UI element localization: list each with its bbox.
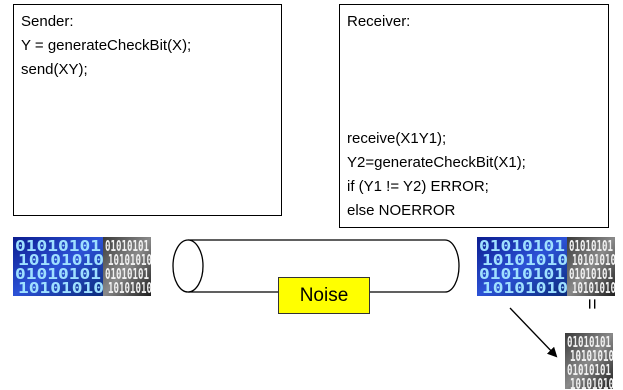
binary-digit-row: 01010101 <box>479 265 565 283</box>
receiver-line-else: else NOERROR <box>347 202 456 219</box>
binary-digit-row: 10101010 <box>18 279 104 296</box>
binary-digit-row: 10101010 <box>572 279 615 296</box>
sender-line-generate: Y = generateCheckBit(X); <box>21 37 192 54</box>
binary-digit-row: 01010101 <box>567 333 611 351</box>
binary-digit-row: 10101010 <box>482 251 568 269</box>
receiver-line-if: if (Y1 != Y2) ERROR; <box>347 178 489 195</box>
binary-digit-row: 01010101 <box>105 265 149 283</box>
check-arrow <box>509 307 558 358</box>
binary-digit-row: 10101010 <box>570 347 613 365</box>
equals-symbol: = <box>580 298 602 310</box>
binary-digit-row: 01010101 <box>569 265 613 283</box>
sender-code-box: Sender: Y = generateCheckBit(X); send(XY… <box>13 4 282 216</box>
binary-digit-row: 01010101 <box>15 237 101 255</box>
sender-title: Sender: <box>21 13 74 30</box>
receiver-line-receive: receive(X1Y1); <box>347 130 447 147</box>
binary-digit-row: 10101010 <box>570 375 613 389</box>
binary-digit-row: 01010101 <box>15 265 101 283</box>
noise-label: Noise <box>299 285 349 306</box>
binary-digit-row: 01010101 <box>105 237 149 255</box>
binary-digit-row: 01010101 <box>567 361 611 379</box>
receiver-code: receive(X1Y1); Y2=generateCheckBit(X1); … <box>347 127 526 223</box>
binary-digit-row: 10101010 <box>108 251 151 269</box>
receiver-line-generate: Y2=generateCheckBit(X1); <box>347 154 526 171</box>
binary-digit-row: 01010101 <box>479 237 565 255</box>
receiver-code-box: Receiver: receive(X1Y1); Y2=generateChec… <box>339 4 609 228</box>
channel-cylinder <box>172 239 460 293</box>
sender-line-send: send(XY); <box>21 61 88 78</box>
binary-digit-row: 10101010 <box>482 279 568 296</box>
noise-label-box: Noise <box>278 277 370 314</box>
binary-digit-row: 10101010 <box>108 279 151 296</box>
receiver-title: Receiver: <box>347 13 411 30</box>
binary-digit-row: 01010101 <box>569 237 613 255</box>
binary-digit-row: 10101010 <box>572 251 615 269</box>
binary-digit-row: 10101010 <box>18 251 104 269</box>
